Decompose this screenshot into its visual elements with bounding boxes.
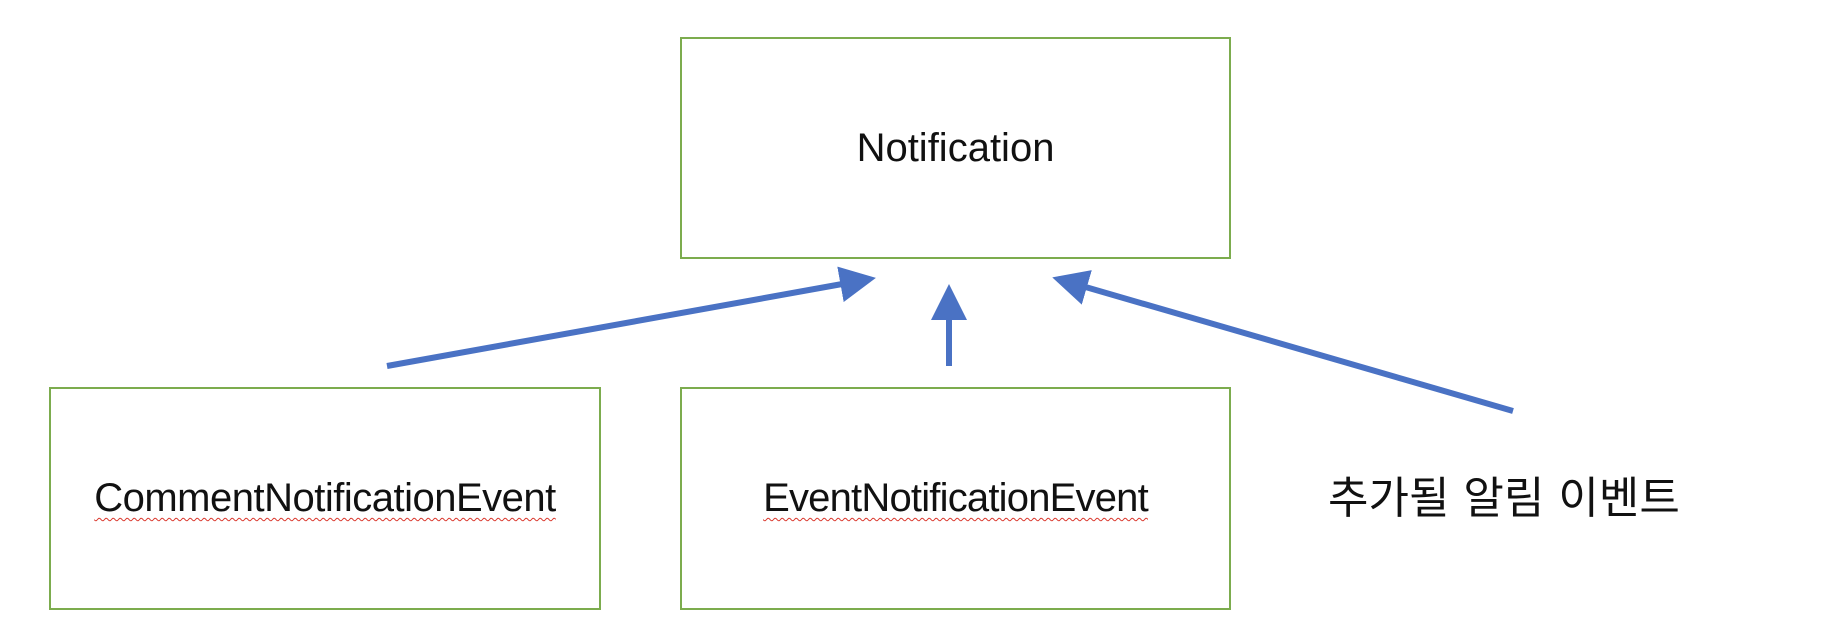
notification-label: Notification <box>856 125 1055 170</box>
arrow-comment-to-notification <box>386 266 876 369</box>
notification-parent-box: Notification <box>680 37 1231 259</box>
event-notification-event-label: EventNotificationEvent <box>763 476 1149 520</box>
event-notification-event-box: EventNotificationEvent <box>680 387 1231 610</box>
comment-notification-event-label: CommentNotificationEvent <box>94 476 556 520</box>
arrow-pending-to-notification <box>1052 270 1514 414</box>
pending-event-label: 추가될 알림 이벤트 <box>1328 473 1680 524</box>
comment-notification-event-box: CommentNotificationEvent <box>49 387 601 610</box>
